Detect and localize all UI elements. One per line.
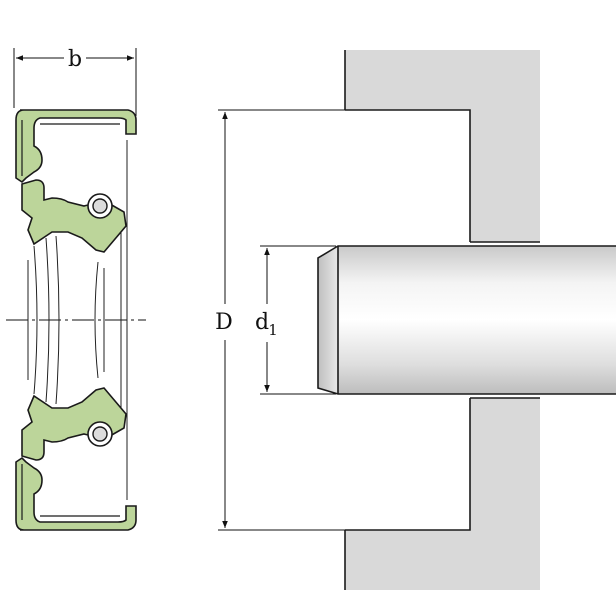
outer-diameter-label-D: D [215,310,233,335]
seal-outer-body-top [15,109,137,184]
width-dimension [13,48,137,116]
shaft-diameter-dimension [260,245,336,395]
seal-cross-section: b [6,47,146,531]
garter-spring-bottom [87,421,113,447]
housing-and-shaft: D d 1 [215,50,616,590]
shaft-chamfer [318,246,338,394]
seal-lip-top [21,179,127,253]
housing-bottom [345,398,540,590]
garter-spring-top [87,193,113,219]
seal-outer-body-bottom [15,456,137,531]
seal-metal-case [21,120,120,520]
outer-diameter-dimension [218,109,345,531]
shaft-diameter-label-d: d [255,310,269,335]
shaft [338,246,616,394]
housing-top [345,50,540,242]
seal-lip-bottom [21,387,127,461]
shaft-diameter-label-subscript: 1 [268,321,278,339]
housing-outline [344,50,540,590]
width-label-b: b [68,47,82,72]
shaft-outline [317,245,616,395]
seal-inner-lines [27,140,128,500]
